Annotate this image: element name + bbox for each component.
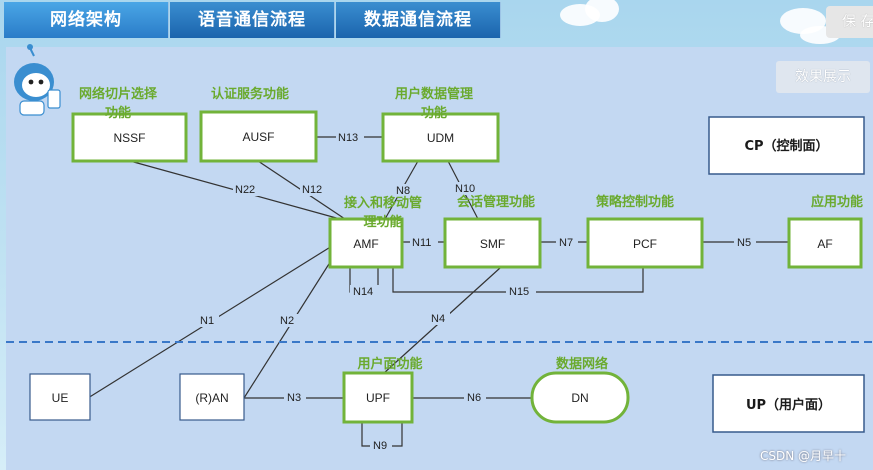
- func-label-upf: 用户面功能: [356, 356, 422, 372]
- svg-text:CP（控制面）: CP（控制面）: [744, 138, 828, 154]
- interface-n4: N4: [431, 313, 445, 325]
- node-smf: SMF: [443, 217, 542, 269]
- node-pcf: PCF: [586, 217, 704, 269]
- svg-text:PCF: PCF: [633, 237, 657, 251]
- func-label-amf: 理功能: [363, 214, 402, 230]
- interface-n11: N11: [412, 237, 431, 249]
- node-af: AF: [787, 217, 863, 269]
- interface-n8: N8: [396, 185, 410, 197]
- tab-bar: 网络架构 语音通信流程 数据通信流程: [0, 0, 873, 40]
- func-label-dn: 数据网络: [556, 356, 608, 372]
- func-label-udm: 用户数据管理: [394, 86, 473, 102]
- svg-text:SMF: SMF: [480, 237, 505, 251]
- node-ausf: AUSF: [199, 110, 318, 163]
- node-upf: UPF: [342, 371, 414, 424]
- interface-n2: N2: [280, 315, 294, 327]
- node-amf: AMF: [328, 217, 404, 269]
- svg-text:AF: AF: [817, 237, 832, 251]
- svg-text:UDM: UDM: [427, 131, 454, 145]
- func-label-nssf: 功能: [105, 105, 131, 121]
- save-button[interactable]: 保 存: [826, 6, 873, 38]
- interface-n12: N12: [302, 184, 322, 196]
- interface-n7: N7: [559, 237, 573, 249]
- node-ran: (R)AN: [179, 373, 245, 421]
- svg-text:DN: DN: [571, 391, 588, 405]
- node-dn: DN: [530, 371, 630, 424]
- node-ue: UE: [29, 373, 91, 421]
- interface-n10: N10: [455, 183, 475, 195]
- interface-n5: N5: [737, 237, 751, 249]
- interface-n1: N1: [200, 315, 214, 327]
- tab-data-flow[interactable]: 数据通信流程: [336, 2, 501, 38]
- cp-plane-box: CP（控制面）: [708, 116, 865, 175]
- interface-labels: N13 N22 N12 N8 N10 N11 N7 N5 N14 N15 N1 …: [197, 131, 756, 452]
- node-udm: UDM: [381, 112, 500, 163]
- interface-n15: N15: [509, 286, 529, 298]
- interface-n3: N3: [287, 392, 301, 404]
- up-plane-box: UP（用户面）: [712, 374, 865, 433]
- svg-text:NSSF: NSSF: [113, 131, 145, 145]
- interface-n22: N22: [235, 184, 255, 196]
- svg-text:AMF: AMF: [353, 237, 378, 251]
- func-label-udm: 功能: [421, 105, 447, 121]
- func-label-smf: 会话管理功能: [457, 194, 535, 210]
- interface-n13: N13: [338, 132, 358, 144]
- cloud-decoration: [585, 0, 619, 22]
- svg-text:AUSF: AUSF: [242, 130, 274, 144]
- func-label-nssf: 网络切片选择: [79, 86, 158, 102]
- func-label-ausf: 认证服务功能: [211, 86, 289, 102]
- func-label-pcf: 策略控制功能: [596, 194, 674, 210]
- interface-n6: N6: [467, 392, 481, 404]
- mascot-icon: [14, 44, 61, 116]
- svg-text:UPF: UPF: [366, 391, 390, 405]
- effect-demo-button[interactable]: 效果展示: [776, 61, 870, 93]
- func-label-amf: 接入和移动管: [344, 195, 422, 211]
- interface-n14: N14: [353, 286, 373, 298]
- interface-n9: N9: [373, 440, 387, 452]
- function-labels: 网络切片选择 功能 认证服务功能 用户数据管理 功能 接入和移动管 理功能 会话…: [79, 86, 863, 372]
- node-nssf: NSSF: [71, 112, 188, 163]
- svg-text:UE: UE: [52, 391, 69, 405]
- svg-text:UP（用户面）: UP（用户面）: [746, 397, 831, 413]
- func-label-af: 应用功能: [811, 194, 863, 210]
- watermark-text: CSDN @月早十: [760, 449, 847, 463]
- tab-network-architecture[interactable]: 网络架构: [4, 2, 169, 38]
- svg-text:(R)AN: (R)AN: [195, 391, 228, 405]
- tab-voice-flow[interactable]: 语音通信流程: [170, 2, 335, 38]
